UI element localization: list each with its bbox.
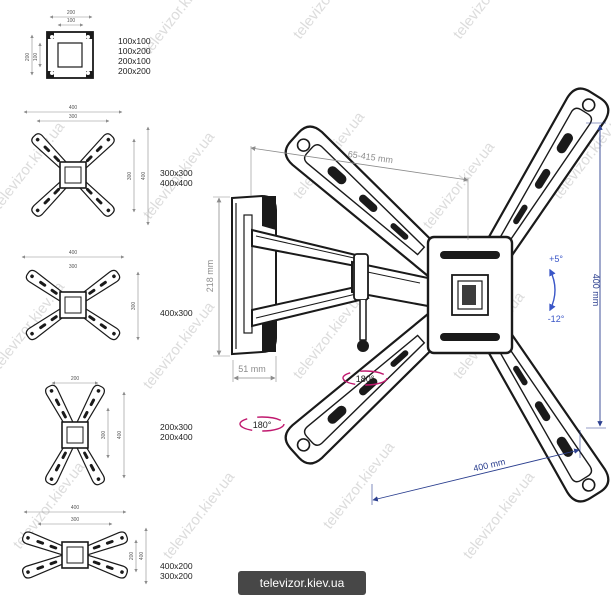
vesa-list-2: 300x300 400x400: [160, 168, 193, 188]
thumbnail-1-dim-d: 100: [33, 53, 39, 62]
thumbnail-5-dim-d: 400: [139, 552, 145, 561]
vesa-size: 200x300: [160, 422, 193, 432]
pan-rotation-indicator: 180°: [342, 370, 388, 386]
tilt-indicator: +5° -12°: [548, 254, 565, 324]
thumbnail-4-dim-c: 400: [117, 431, 123, 440]
thumbnail-4-dim-b: 300: [101, 431, 107, 440]
thumbnail-4-dim-a: 200: [71, 376, 80, 382]
thumbnail-5-bracket: 400 300 200 400: [20, 505, 148, 585]
thumbnail-3-dim-b: 300: [69, 264, 78, 270]
tilt-down-label: -12°: [548, 314, 565, 324]
source-badge: televizor.kiev.ua: [238, 571, 366, 595]
watermark-text: televizor.kiev.ua: [140, 0, 219, 57]
thumbnail-2-dim-d: 400: [141, 172, 147, 181]
thumbnail-3-dim-c: 300: [131, 302, 137, 311]
wall-plate-depth-label: 51 mm: [238, 364, 266, 374]
thumbnail-2-bracket: 400 300 300 400: [23, 105, 150, 226]
vesa-size: 300x300: [160, 168, 193, 178]
vesa-list-1: 100x100 100x200 200x100 200x200: [118, 36, 151, 76]
vesa-list-5: 400x200 300x200: [160, 561, 193, 581]
pan-angle-label: 180°: [356, 374, 375, 384]
thumbnail-2-dim-c: 300: [127, 172, 133, 181]
bracket-width-label: 400 mm: [472, 457, 506, 474]
watermark-text: televizor.kiev.ua: [290, 0, 369, 42]
watermark-text: televizor.kiev.ua: [460, 468, 539, 562]
tv-bracket: [278, 82, 611, 508]
watermark-text: televizor.kiev.ua: [160, 468, 239, 562]
thumbnail-3-dim-a: 400: [69, 250, 78, 256]
vesa-size: 200x100: [118, 56, 151, 66]
thumbnail-5-dim-b: 300: [71, 517, 80, 523]
swivel-rotation-indicator: 180°: [239, 416, 285, 432]
vesa-size: 300x200: [160, 571, 193, 581]
thumbnail-3-bracket: 400 300 300: [21, 250, 140, 343]
wall-plate-height-dimension: 218 mm: [205, 196, 230, 357]
thumbnail-1-dim-b: 100: [67, 18, 76, 24]
bracket-height-label: 400 mm: [591, 274, 601, 307]
wall-plate-depth-dimension: 51 mm: [232, 356, 277, 382]
thumbnail-2-dim-b: 300: [69, 114, 78, 120]
vesa-size: 200x400: [160, 432, 193, 442]
watermark-text: televizor.kiev.ua: [450, 0, 529, 42]
wall-plate-height-label: 218 mm: [205, 260, 215, 293]
thumbnail-1-dim-a: 200: [67, 10, 76, 16]
vesa-size: 400x300: [160, 308, 193, 318]
vesa-size: 400x400: [160, 178, 193, 188]
swing-arms: [251, 228, 429, 352]
vesa-list-4: 200x300 200x400: [160, 422, 193, 442]
vesa-size: 200x200: [118, 66, 151, 76]
vesa-size: 100x100: [118, 36, 151, 46]
watermark-text: televizor.kiev.ua: [320, 438, 399, 532]
watermark-text: televizor.kiev.ua: [420, 138, 499, 232]
tilt-up-label: +5°: [549, 254, 563, 264]
thumbnail-5-dim-a: 400: [71, 505, 80, 511]
vesa-list-3: 400x300: [160, 308, 193, 318]
vesa-size: 100x200: [118, 46, 151, 56]
thumbnail-4-bracket: 200 300 400: [43, 376, 126, 487]
wall-plate: [231, 194, 277, 356]
thumbnail-2-dim-a: 400: [69, 105, 78, 111]
thumbnail-1-plate: 200 100 200 100: [25, 10, 94, 79]
bracket-height-dimension: 400 mm: [586, 122, 606, 429]
thumbnail-1-dim-c: 200: [25, 53, 31, 62]
swivel-angle-label: 180°: [253, 420, 272, 430]
vesa-size: 400x200: [160, 561, 193, 571]
thumbnail-5-dim-c: 200: [129, 552, 135, 561]
